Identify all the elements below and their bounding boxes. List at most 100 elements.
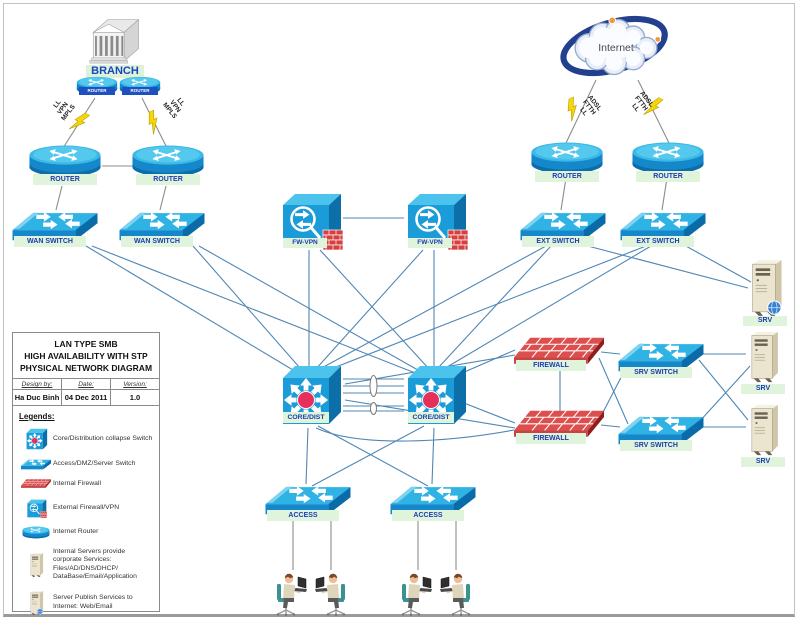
workstation-1 (274, 566, 310, 621)
title-line-2: HIGH AVAILABILITY WITH STP (24, 351, 148, 361)
title-block-and-legend: LAN TYPE SMB HIGH AVAILABILITY WITH STP … (12, 332, 160, 612)
link-wan-router-a-wan-switch-a (55, 185, 63, 211)
node-wan-router-a: ROUTER (28, 144, 102, 186)
link-fw-vpn-b-core-a (314, 249, 424, 371)
link-wan-switch-a-core-a (85, 245, 304, 377)
node-fw-vpn-a: FW-VPN (279, 192, 343, 255)
link-core-a-firewall-b-curve (315, 427, 515, 442)
link-wan-switch-a-core-b (91, 245, 429, 379)
node-label: SRV (741, 457, 785, 467)
etherchannel-oval-1 (369, 375, 378, 397)
node-label: FIREWALL (516, 360, 586, 371)
legend-text: Core/Distribution collapse Switch (53, 434, 153, 442)
node-branch-router-a: ROUTER (76, 76, 118, 102)
workstation-3 (399, 566, 435, 621)
node-inet-router-a: ROUTER (530, 141, 604, 183)
version-label: Version: (111, 379, 159, 390)
node-ext-switch-a: EXT SWITCH (520, 208, 606, 247)
node-srv-switch-b: SRV SWITCH (618, 412, 704, 451)
server-icon (744, 330, 782, 384)
legend-text: External Firewall/VPN (53, 503, 120, 511)
title-line-1: LAN TYPE SMB (54, 339, 118, 349)
node-label: FW-VPN (283, 238, 327, 248)
link-core-a-access-b (317, 425, 429, 487)
node-label: ACCESS (392, 510, 464, 521)
title-line-3: PHYSICAL NETWORK DIAGRAM (19, 363, 153, 373)
node-srv-dmz: SRV (743, 258, 787, 326)
legend-text: Access/DMZ/Server Switch (53, 459, 136, 467)
node-label: FW-VPN (408, 238, 452, 248)
workstation-icon (399, 566, 435, 616)
link-inet-router-a-ext-switch-a (560, 177, 567, 211)
node-label: ROUTER (79, 87, 115, 95)
field-design-by: Design by: Ha Duc Binh (13, 379, 62, 405)
node-label: EXT SWITCH (622, 236, 694, 247)
version-value: 1.0 (129, 393, 141, 402)
link-wan-switch-b-core-a (192, 245, 308, 377)
node-access-b: ACCESS (390, 482, 476, 521)
legend: Legends: Core/Distribution collapse Swit… (13, 406, 159, 616)
node-label: ROUTER (33, 174, 97, 185)
node-fw-vpn-b: FW-VPN (404, 192, 468, 255)
node-label: CORE/DIST (408, 412, 454, 423)
link-core-b-access-a (311, 425, 425, 487)
link-internet-inet-router-a (565, 79, 597, 144)
legend-text: Server Publish Services to Internet: Web… (53, 594, 133, 610)
design-by-value: Ha Duc Binh (14, 393, 60, 402)
node-branch-router-b: ROUTER (119, 76, 161, 102)
node-label: WAN SWITCH (121, 236, 193, 247)
workstation-4 (437, 566, 473, 621)
link-wan-switch-b-core-b (198, 245, 433, 379)
server-icon (744, 403, 782, 457)
node-firewall-a: FIREWALL (514, 334, 604, 377)
node-core-dist-b: CORE/DIST (404, 364, 468, 431)
legend-item-external-firewall-vpn: External Firewall/VPN (19, 499, 154, 518)
date-value: 04 Dec 2011 (64, 393, 108, 402)
server-icon (28, 552, 44, 578)
server-globe-icon (746, 258, 784, 318)
node-label: ROUTER (136, 174, 200, 185)
node-label-branch: BRANCH (86, 65, 144, 78)
node-inet-router-b: ROUTER (631, 141, 705, 183)
legend-text: Internet Router (53, 528, 99, 536)
node-srv-switch-a: SRV SWITCH (618, 339, 704, 378)
node-label: FIREWALL (516, 433, 586, 444)
workstation-icon (312, 566, 348, 616)
node-wan-router-b: ROUTER (131, 144, 205, 186)
link-fw-vpn-a-core-b (319, 249, 431, 371)
page-border (3, 3, 795, 617)
etherchannel-oval-2 (370, 402, 377, 415)
node-core-dist-a: CORE/DIST (279, 364, 343, 431)
link-ext-switch-a-core-a (317, 245, 547, 371)
node-label: ROUTER (636, 171, 700, 182)
node-branch-building: BRANCH (86, 14, 144, 78)
node-srv-b: SRV (741, 403, 785, 467)
node-internet-cloud: Internet (556, 8, 676, 89)
date-label: Date: (62, 379, 110, 390)
node-access-a: ACCESS (265, 482, 351, 521)
node-label: EXT SWITCH (522, 236, 594, 247)
link-ext-switch-b-core-a (322, 245, 647, 373)
node-label-internet: Internet (598, 42, 634, 54)
node-label: SRV SWITCH (620, 440, 692, 451)
legend-item-internal-firewall: Internal Firewall (19, 478, 154, 491)
core-switch-icon (25, 428, 48, 450)
node-label: ROUTER (122, 87, 158, 95)
field-version: Version: 1.0 (111, 379, 159, 405)
link-inet-router-b-ext-switch-b (661, 177, 668, 211)
legend-text: Internal Firewall (53, 480, 101, 487)
building-icon (86, 14, 144, 67)
node-wan-switch-a: WAN SWITCH (12, 208, 98, 247)
workstation-icon (274, 566, 310, 616)
link-ext-switch-b-core-b (441, 245, 652, 371)
switch-icon (21, 458, 51, 470)
legend-item-core-switch: Core/Distribution collapse Switch (19, 428, 154, 450)
lightning-bolt-icon (143, 109, 165, 135)
link-firewall-b-srv-switch-b (600, 424, 621, 428)
server-globe-icon (28, 590, 44, 616)
title-fields: Design by: Ha Duc Binh Date: 04 Dec 2011… (13, 379, 159, 406)
node-label: WAN SWITCH (14, 236, 86, 247)
legend-item-access-switch: Access/DMZ/Server Switch (19, 458, 154, 470)
